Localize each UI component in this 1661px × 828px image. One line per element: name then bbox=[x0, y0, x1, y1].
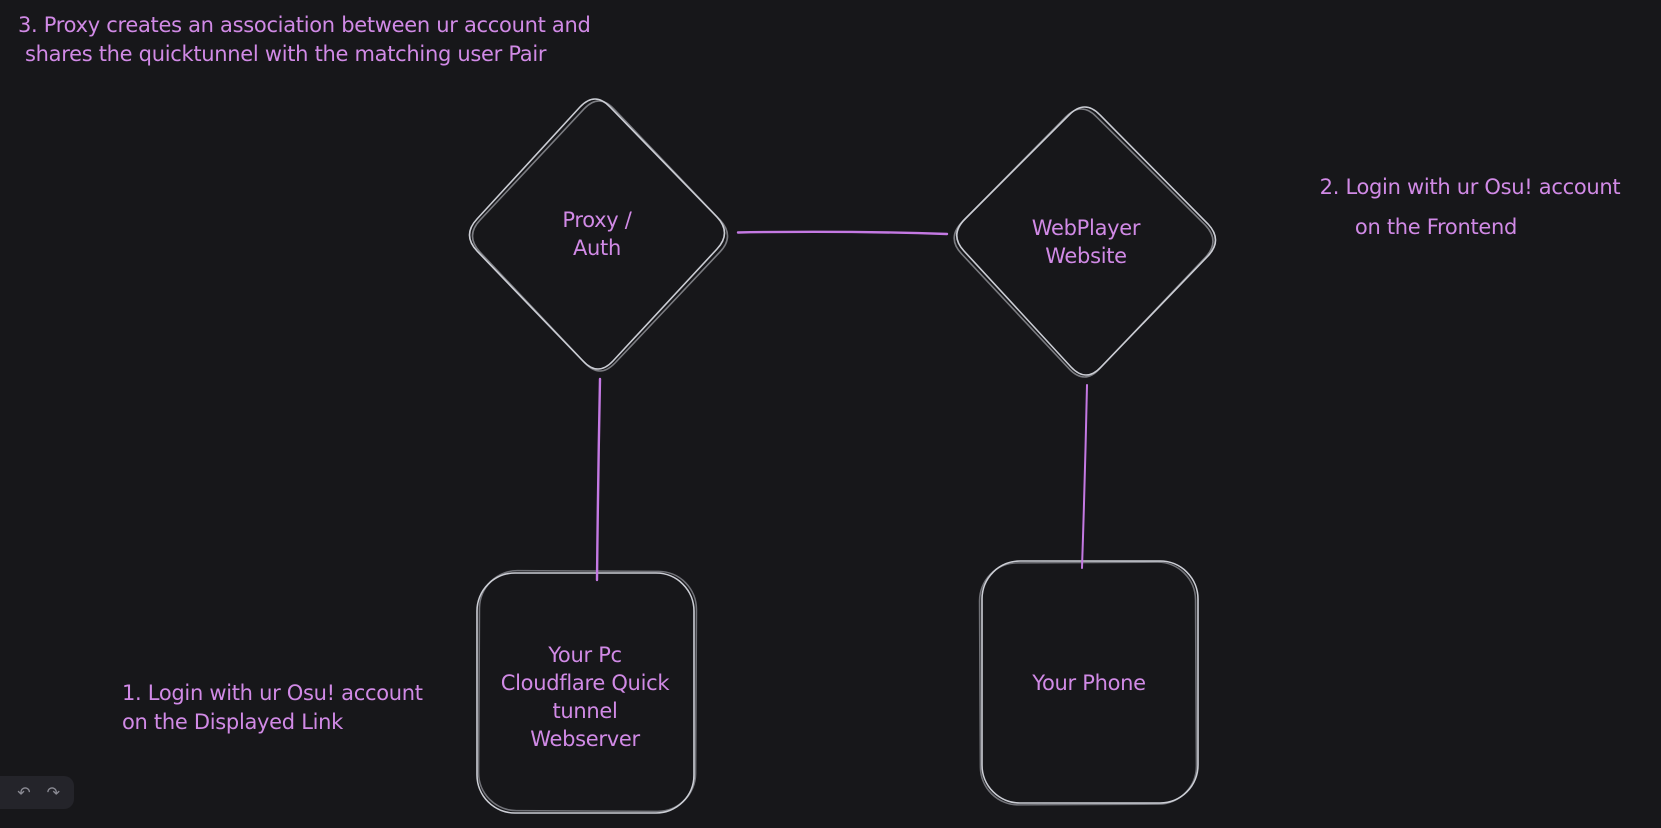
history-toolbar: ↶ ↷ bbox=[0, 776, 74, 809]
annotation-step1-line1: 1. Login with ur Osu! account bbox=[122, 681, 423, 705]
pc-webserver-box-sketch-stroke bbox=[477, 569, 698, 813]
undo-icon: ↶ bbox=[17, 782, 31, 802]
webplayer-label-line2: Website bbox=[1045, 244, 1127, 268]
pc-webserver-label-line3: tunnel bbox=[552, 699, 618, 723]
redo-icon: ↷ bbox=[46, 782, 60, 802]
proxy-auth-diamond-shape[interactable] bbox=[468, 98, 729, 372]
annotation-step2-line1[interactable]: 2. Login with ur Osu! account bbox=[1319, 175, 1621, 199]
annotation-step1[interactable]: 1. Login with ur Osu! account on the Dis… bbox=[122, 679, 423, 737]
phone-box-sketch-stroke bbox=[978, 561, 1198, 806]
pc-webserver-label[interactable]: Your Pc Cloudflare Quick tunnel Webserve… bbox=[500, 641, 670, 753]
proxy-auth-label-line1: Proxy / bbox=[562, 208, 632, 232]
annotation-step3-line1: 3. Proxy creates an association between … bbox=[18, 13, 591, 37]
pc-webserver-label-line1: Your Pc bbox=[548, 643, 622, 667]
annotation-step1-line2: on the Displayed Link bbox=[122, 710, 344, 734]
pc-webserver-label-line4: Webserver bbox=[530, 727, 640, 751]
connector-webplayer-to-phone[interactable] bbox=[1081, 384, 1088, 569]
webplayer-diamond-shape[interactable] bbox=[953, 106, 1217, 378]
connector-proxy-to-webplayer[interactable] bbox=[736, 230, 949, 236]
phone-label-line1: Your Phone bbox=[1032, 671, 1146, 695]
undo-button[interactable]: ↶ bbox=[17, 782, 31, 802]
phone-box-shape[interactable] bbox=[978, 560, 1199, 806]
webplayer-label-line1: WebPlayer bbox=[1031, 216, 1141, 240]
annotation-step2-line2[interactable]: on the Frontend bbox=[1354, 215, 1518, 239]
annotation-step3[interactable]: 3. Proxy creates an association between … bbox=[18, 11, 591, 69]
proxy-auth-label[interactable]: Proxy / Auth bbox=[562, 206, 631, 262]
connector-proxy-to-pc-webserver[interactable] bbox=[595, 377, 602, 582]
webplayer-label[interactable]: WebPlayer Website bbox=[1031, 214, 1141, 270]
pc-webserver-box-shape[interactable] bbox=[476, 569, 698, 814]
pc-webserver-label-line2: Cloudflare Quick bbox=[500, 671, 670, 695]
annotation-step3-line2: shares the quicktunnel with the matching… bbox=[25, 42, 547, 66]
redo-button[interactable]: ↷ bbox=[46, 782, 60, 802]
proxy-auth-label-line2: Auth bbox=[572, 236, 622, 260]
phone-label[interactable]: Your Phone bbox=[1032, 669, 1146, 697]
